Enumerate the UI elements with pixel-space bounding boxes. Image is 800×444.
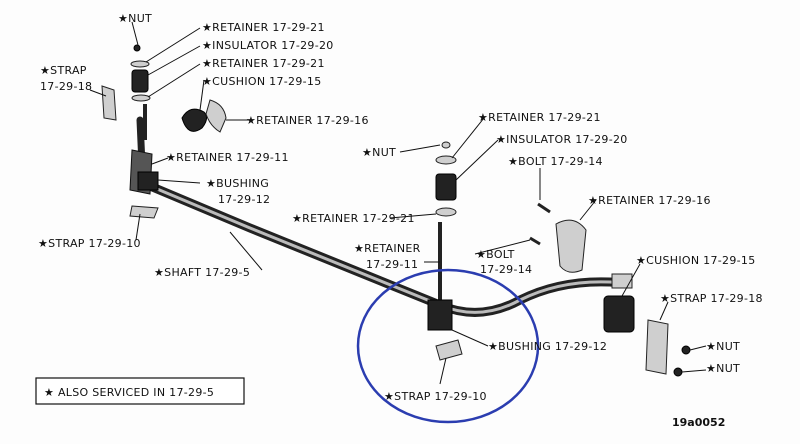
label-strap-18-a-line1: ★STRAP [40, 64, 87, 77]
label-retainer-21-c: ★RETAINER 17-29-21 [478, 111, 601, 124]
label-strap-10-b: ★STRAP 17-29-10 [384, 390, 487, 403]
label-strap-18-b: ★STRAP 17-29-18 [660, 292, 763, 305]
highlight-circle [356, 268, 540, 424]
callout-labels: ★NUT ★RETAINER 17-29-21 ★INSULATOR 17-29… [38, 12, 763, 403]
label-strap-18-a-line2: 17-29-18 [40, 80, 92, 93]
strap-10-left-part [129, 205, 159, 219]
retainer-lower-part [131, 94, 151, 102]
label-retainer-21-b: ★RETAINER 17-29-21 [202, 57, 325, 70]
label-nut-top: ★NUT [118, 12, 152, 25]
bushing-left-part [137, 171, 159, 191]
label-bolt-b-line1: ★BOLT [476, 248, 515, 261]
cushion-right-part [603, 295, 635, 333]
leader-lines [89, 21, 707, 385]
strap-10-center-part [435, 339, 463, 361]
label-insulator-b: ★INSULATOR 17-29-20 [496, 133, 628, 146]
retainer-mid-upper-part [435, 155, 457, 165]
label-shaft: ★SHAFT 17-29-5 [154, 266, 250, 279]
strap-18-right-part [645, 319, 669, 375]
label-insulator-a: ★INSULATOR 17-29-20 [202, 39, 334, 52]
label-cushion-b: ★CUSHION 17-29-15 [636, 254, 756, 267]
strap-18-left-part [101, 85, 117, 121]
label-retainer-16-a: ★RETAINER 17-29-16 [246, 114, 369, 127]
bushing-center-part [427, 299, 453, 331]
figure-code: 19a0052 [672, 416, 725, 429]
legend-frame [35, 377, 245, 405]
label-bolt-b-line2: 17-29-14 [480, 263, 532, 276]
nut-mid-part [441, 141, 451, 149]
insulator-part [131, 69, 149, 93]
label-bolt-a: ★BOLT 17-29-14 [508, 155, 603, 168]
nut-r1-part [681, 345, 691, 355]
label-retainer-11-b-line2: 17-29-11 [366, 258, 418, 271]
retainer-16-right-part [555, 219, 587, 273]
retainer-16-left-part [205, 99, 227, 133]
right-end-parts [603, 295, 691, 377]
legend-note: ★ ALSO SERVICED IN 17-29-5 [44, 386, 214, 399]
legend-box: ★ ALSO SERVICED IN 17-29-5 [35, 377, 245, 405]
label-nut-r1: ★NUT [706, 340, 740, 353]
label-nut-mid: ★NUT [362, 146, 396, 159]
label-cushion-a: ★CUSHION 17-29-15 [202, 75, 322, 88]
label-retainer-21-a: ★RETAINER 17-29-21 [202, 21, 325, 34]
label-retainer-16-b: ★RETAINER 17-29-16 [588, 194, 711, 207]
label-bushing-a-line2: 17-29-12 [218, 193, 270, 206]
insulator-mid-part [435, 173, 457, 201]
label-retainer-21-d: ★RETAINER 17-29-21 [292, 212, 415, 225]
retainer-upper-part [130, 60, 150, 68]
label-retainer-11-a: ★RETAINER 17-29-11 [166, 151, 289, 164]
label-strap-10-a: ★STRAP 17-29-10 [38, 237, 141, 250]
left-link-stack [101, 44, 227, 219]
label-bushing-b: ★BUSHING 17-29-12 [488, 340, 607, 353]
shaft-end-eye [611, 273, 633, 289]
nut-r2-part [673, 367, 683, 377]
retainer-mid-lower-part [435, 207, 457, 217]
nut-top-part [133, 44, 141, 52]
bolt-b-part [529, 236, 541, 246]
cushion-left-part [181, 108, 208, 132]
label-nut-r2: ★NUT [706, 362, 740, 375]
label-retainer-11-b-line1: ★RETAINER [354, 242, 421, 255]
label-bushing-a-line1: ★BUSHING [206, 177, 269, 190]
bolt-a-part [537, 202, 551, 214]
